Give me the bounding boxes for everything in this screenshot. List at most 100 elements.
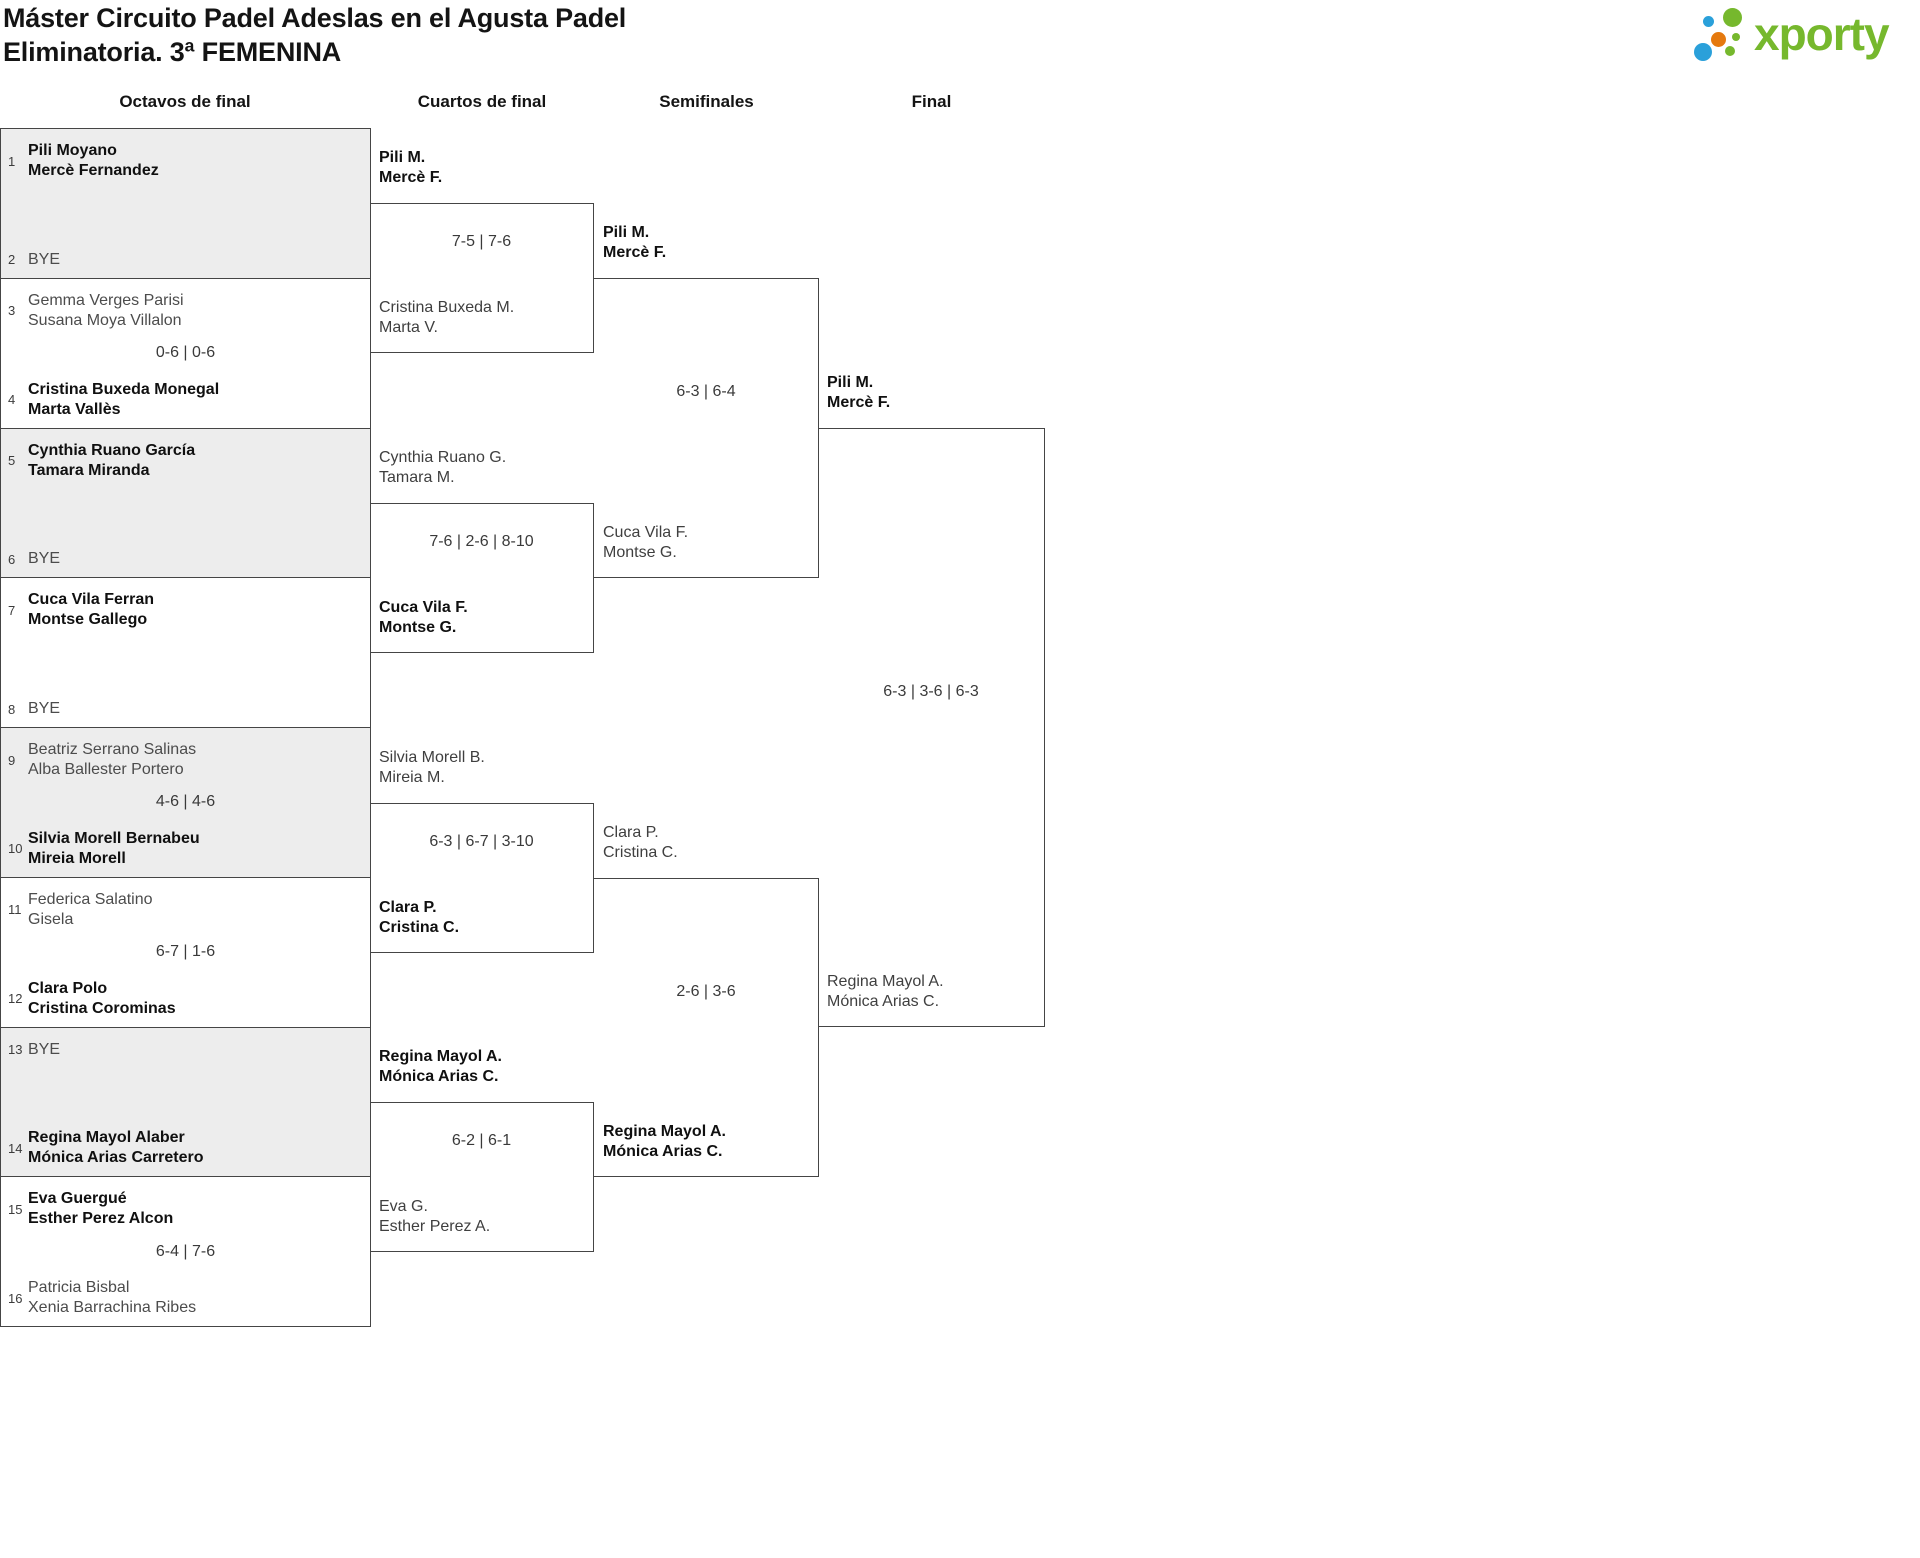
semifinal-match-2: Clara P.Cristina C. 2-6 | 3-6 Regina May… [594, 824, 819, 1177]
team-names: BYE [28, 549, 60, 569]
player-name: Xenia Barrachina Ribes [28, 1299, 197, 1316]
logo-dot-icon [1732, 33, 1740, 41]
match-score: 6-7 | 1-6 [155, 943, 216, 961]
player-name: Mercè F. [379, 169, 443, 186]
player-name: Mónica Arias C. [603, 1143, 723, 1160]
player-name: Montse Gallego [28, 611, 148, 629]
player-name: Tamara Miranda [28, 461, 150, 479]
round-header-octavos: Octavos de final [119, 92, 251, 111]
team-names: Pili M.Mercè F. [827, 373, 890, 413]
player-name: Patricia Bisbal [28, 1279, 130, 1296]
player-name: Beatriz Serrano Salinas [28, 741, 197, 758]
player-name: Cristina C. [603, 844, 678, 861]
seed-number: 5 [8, 453, 16, 468]
player-name: Susana Moya Villalon [28, 311, 182, 329]
player-name: Regina Mayol A. [827, 973, 944, 990]
player-name: Federica Salatino [28, 890, 153, 908]
player-name: Marta Vallès [28, 400, 121, 418]
player-name: Pili M. [603, 224, 650, 241]
team-names: Silvia Morell B.Mireia M. [379, 748, 485, 788]
seed-number: 14 [8, 1140, 23, 1156]
bracket-subtitle: Eliminatoria. 3ª FEMENINA [3, 37, 342, 67]
player-name: Esther Perez A. [379, 1218, 491, 1235]
page-title: Máster Circuito Padel Adeslas en el Agus… [3, 1, 626, 69]
team-names: Clara P. Cristina C. [603, 823, 678, 863]
player-name: Cynthia Ruano García [28, 441, 196, 459]
team-names: Cynthia Ruano G. Tamara M. [379, 448, 506, 488]
player-name: Gemma Verges Parisi [28, 291, 184, 309]
player-name: Cuca Vila F. [603, 524, 689, 541]
player-name: Esther Perez Alcon [28, 1210, 174, 1228]
seed-number: 8 [8, 701, 16, 717]
player-name: Eva Guergué [28, 1190, 127, 1208]
team-names: Cuca Vila F.Montse G. [379, 598, 468, 638]
team-names: Regina Mayol A. Mónica Arias C. [827, 972, 944, 1012]
seed-number: 1 [8, 153, 16, 169]
player-name: BYE [28, 1040, 61, 1058]
player-name: Cristina Buxeda Monegal [28, 380, 220, 398]
player-name: Clara P. [603, 824, 659, 841]
tournament-title: Máster Circuito Padel Adeslas en el Agus… [3, 3, 627, 33]
team-names: Clara P.Cristina C. [379, 898, 459, 938]
seed-number: 16 [8, 1290, 23, 1306]
match-score: 2-6 | 3-6 [676, 982, 736, 1000]
cuartos-match-4: Regina Mayol A. Mónica Arias C. 6-2 | 6-1… [370, 1048, 594, 1252]
round-header-cuartos: Cuartos de final [417, 92, 547, 111]
seed-number: 10 [8, 841, 23, 857]
logo-dot-icon [1723, 8, 1742, 27]
player-name: Pili Moyano [28, 142, 117, 159]
match-score: 6-4 | 7-6 [155, 1242, 216, 1260]
final-match: Pili M.Mercè F. 6-3 | 3-6 | 6-3 Regina M… [818, 374, 1045, 1027]
team-names: BYE [28, 250, 60, 270]
seed-number: 3 [8, 303, 16, 319]
xporty-logo: xporty [1690, 0, 1918, 72]
player-name: Mónica Arias C. [379, 1068, 499, 1085]
team-names: BYE [28, 699, 60, 719]
seed-number: 11 [8, 902, 22, 918]
player-name: Cristina Corominas [28, 999, 176, 1017]
team-names: Pili M. Mercè F. [603, 223, 666, 263]
seed-number: 13 [8, 1042, 23, 1057]
player-name: Tamara M. [379, 469, 455, 486]
player-name: Silvia Morell B. [379, 749, 485, 766]
team-slot: 2 BYE [8, 250, 366, 270]
team-slot: 8 BYE [8, 699, 366, 719]
player-name: Mónica Arias Carretero [28, 1149, 204, 1167]
player-name: Cuca Vila F. [379, 599, 468, 616]
player-name: BYE [28, 700, 61, 717]
player-name: Mercè Fernandez [28, 162, 159, 179]
seed-number: 7 [8, 602, 16, 618]
player-name: BYE [28, 550, 61, 568]
player-name: Cynthia Ruano G. [379, 449, 507, 466]
match-score: 6-2 | 6-1 [451, 1132, 512, 1149]
player-name: Regina Mayol A. [379, 1048, 502, 1065]
round-header-final: Final [911, 92, 952, 111]
team-names: Cristina Buxeda M.Marta V. [379, 298, 514, 338]
seed-number: 4 [8, 392, 16, 407]
logo-dot-icon [1711, 32, 1726, 47]
round-header-semifinales: Semifinales [659, 92, 754, 111]
player-name: Mónica Arias C. [827, 993, 940, 1010]
player-name: Mercè F. [603, 244, 667, 261]
